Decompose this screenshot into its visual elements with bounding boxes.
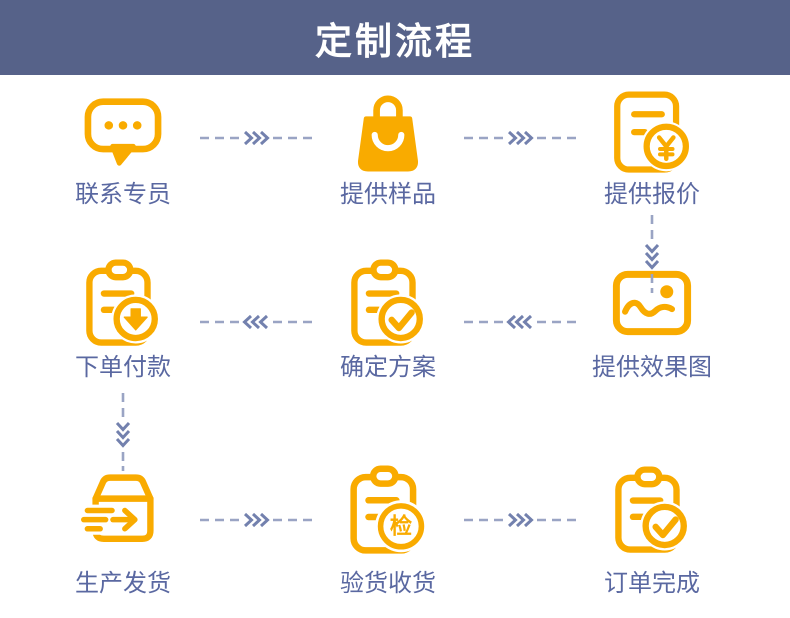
step-order: 下单付款 bbox=[13, 257, 233, 381]
order-payment-download-icon bbox=[83, 257, 163, 349]
step-label: 订单完成 bbox=[604, 570, 700, 597]
arrow-left-render-to-plan bbox=[462, 314, 578, 330]
chat-bubble-icon bbox=[83, 88, 163, 178]
step-label: 确定方案 bbox=[340, 354, 436, 381]
step-contact: 联系专员 bbox=[13, 88, 233, 208]
step-ship: 生产发货 bbox=[13, 463, 233, 597]
step-label: 生产发货 bbox=[75, 570, 171, 597]
step-quote: 提供报价 bbox=[542, 88, 762, 208]
page-title: 定制流程 bbox=[315, 20, 475, 62]
step-inspect: 检 验货收货 bbox=[278, 463, 498, 597]
arrow-right-ship-to-inspect bbox=[198, 512, 314, 528]
step-sample: 提供样品 bbox=[278, 88, 498, 208]
arrow-right-inspect-to-complete bbox=[462, 512, 578, 528]
quotation-yuan-icon bbox=[611, 88, 693, 178]
order-complete-check-icon bbox=[612, 463, 692, 557]
step-label: 提供报价 bbox=[604, 181, 700, 208]
step-plan: 确定方案 bbox=[278, 257, 498, 381]
inspect-badge-char: 检 bbox=[390, 512, 413, 538]
header-banner: 定制流程 bbox=[0, 0, 790, 75]
step-complete: 订单完成 bbox=[542, 463, 762, 597]
arrow-down-quote-to-render bbox=[644, 214, 660, 294]
step-label: 验货收货 bbox=[340, 570, 436, 597]
plan-confirm-check-icon bbox=[348, 257, 428, 349]
step-label: 下单付款 bbox=[75, 354, 171, 381]
step-label: 提供样品 bbox=[340, 181, 436, 208]
arrow-right-contact-to-sample bbox=[198, 130, 314, 146]
arrow-left-plan-to-order bbox=[198, 314, 314, 330]
arrow-down-order-to-ship bbox=[115, 392, 131, 472]
shipping-box-icon bbox=[81, 463, 165, 557]
arrow-right-sample-to-quote bbox=[462, 130, 578, 146]
shopping-bag-icon bbox=[350, 88, 426, 178]
step-label: 提供效果图 bbox=[592, 354, 712, 381]
goods-inspection-icon: 检 bbox=[347, 463, 429, 557]
step-label: 联系专员 bbox=[75, 181, 171, 208]
